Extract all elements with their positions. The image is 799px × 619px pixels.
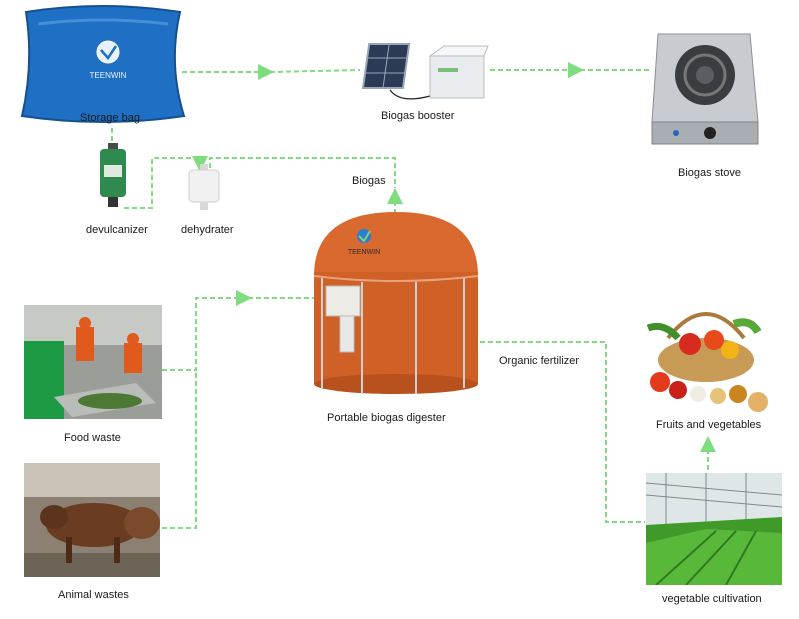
digester-node: TEENWIN [308, 212, 488, 401]
food-waste-image [24, 305, 162, 419]
vegetable-cultivation-image [645, 473, 783, 586]
flow-devulcanizer-to-dehydrater [124, 156, 208, 209]
animal-wastes-label: Animal wastes [58, 589, 129, 601]
biogas-booster-image [361, 43, 489, 100]
flow-bag-to-booster-2 [269, 69, 361, 73]
biogas-booster-label: Biogas booster [381, 110, 455, 122]
biogas-stove-image [651, 33, 759, 145]
dehydrater-node [186, 164, 222, 217]
devulcanizer-node [96, 143, 130, 216]
bag-logo-text: TEENWIN [90, 71, 127, 80]
devulcanizer-image [100, 143, 126, 207]
fruits-vegetables-label: Fruits and vegetables [656, 419, 762, 431]
animal-wastes-image [24, 463, 160, 577]
dehydrater-label: dehydrater [181, 224, 234, 236]
organic-fertilizer-label: Organic fertilizer [499, 355, 580, 367]
biogas-stove-node [650, 30, 760, 153]
digester-image: TEENWIN [313, 212, 479, 394]
fruits-vegetables-photo [638, 298, 774, 421]
vegetable-cultivation-photo [645, 473, 783, 590]
storage-bag-label: Storage bag [80, 112, 140, 124]
biogas-stove-label: Biogas stove [678, 167, 741, 179]
biogas-flow-label: Biogas [352, 175, 386, 187]
devulcanizer-label: devulcanizer [86, 224, 148, 236]
flow-food-to-digester [162, 290, 252, 371]
flow-animal-to-digester [162, 370, 197, 529]
storage-bag-node: TEENWIN [18, 4, 188, 131]
digester-label: Portable biogas digester [327, 412, 446, 424]
storage-bag-image: TEENWIN [20, 5, 186, 123]
biogas-booster-node [360, 38, 490, 111]
animal-wastes-photo [24, 463, 160, 582]
food-waste-label: Food waste [64, 432, 121, 444]
vegetable-cultivation-label: vegetable cultivation [662, 593, 762, 605]
digester-logo-text: TEENWIN [348, 249, 380, 256]
fruits-vegetables-image [646, 312, 768, 412]
food-waste-photo [24, 305, 162, 424]
flow-dehydrater-to-digester [209, 157, 396, 188]
flow-digester-to-fertilizer [480, 341, 645, 523]
dehydrater-image [188, 164, 220, 210]
